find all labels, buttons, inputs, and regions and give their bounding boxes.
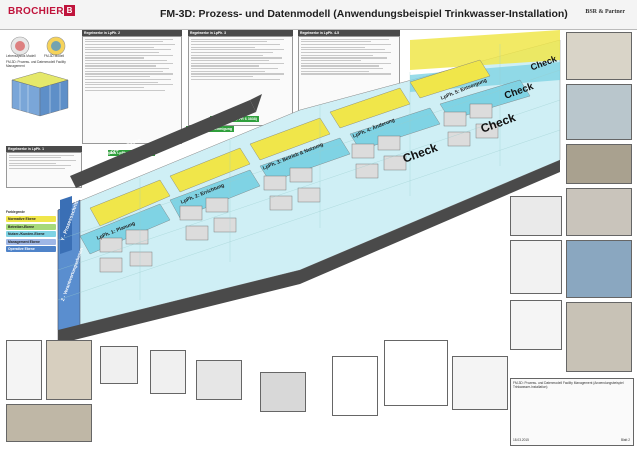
photo-bottom-middle	[196, 360, 242, 400]
brochier-logo: BROCHIER	[8, 6, 64, 17]
model-bottom-edge	[58, 160, 560, 344]
text-note-bottom-center	[384, 340, 448, 406]
title-block-text: FM-3D: Prozess- und Datenmodell Facility…	[513, 381, 624, 389]
text-note-bottom-2	[100, 346, 138, 384]
table-lph1-header: Regelwerke in LpPh. 1	[6, 146, 82, 152]
photo-installation-3	[566, 144, 632, 184]
cube-model-icon	[11, 71, 69, 117]
photo-bottom-left-2	[6, 404, 92, 442]
photo-detail-valve	[510, 196, 562, 236]
model-subcaption: FM-3D: Prozess- und Datenmodell Facility…	[6, 60, 66, 68]
brand-mark-icon: B	[64, 5, 75, 16]
fm3d-caption: FM-3D Modell	[44, 54, 65, 58]
x-axis-arrow-icon	[250, 94, 262, 112]
text-note-bottom-3	[150, 350, 186, 394]
table-lph3-header: Regelwerke in LpPh. 3	[188, 30, 293, 36]
table-lph2: Regelwerke in LpPh. 2	[82, 30, 182, 148]
legend-item-nutzer: Nutzer-/Kunden-Ebene	[6, 231, 56, 237]
schematic-diagram	[510, 240, 562, 294]
legend-item-management: Management Ebene	[6, 238, 56, 245]
table-lph2-header: Regelwerke in LpPh. 2	[82, 30, 182, 36]
text-note-bottom-left	[6, 340, 42, 400]
title-block: FM-3D: Prozess- und Datenmodell Facility…	[510, 378, 634, 446]
legend-item-betreiber: Betreiber-Ebene	[6, 223, 56, 230]
photo-installation-1	[566, 32, 632, 80]
y-axis-band	[60, 196, 72, 254]
photo-installation-4	[566, 188, 632, 236]
lifecycle-caption: Lebenszyklus Modell	[6, 54, 36, 58]
legend-item-operativ: Operative Ebene	[6, 246, 56, 252]
partner-logo: BSR & Partner	[585, 9, 625, 15]
table-lph2-body	[82, 36, 182, 144]
legend-item-normative: Normative Ebene	[6, 216, 56, 222]
photo-room	[566, 302, 632, 372]
color-legend: Farblegende Normative Ebene Betreiber-Eb…	[6, 210, 56, 254]
photo-bottom-left	[46, 340, 92, 400]
table-lph1: Regelwerke in LpPh. 1	[6, 146, 82, 190]
table-lph1-body	[6, 152, 82, 188]
photo-bottom-middle-2	[260, 372, 306, 412]
legend-title: Farblegende	[6, 210, 25, 214]
logos-area	[10, 36, 69, 117]
text-note-bottom-right	[452, 356, 508, 410]
text-note-right	[510, 300, 562, 350]
x-axis-band	[70, 100, 256, 188]
table-bottom-center	[332, 356, 378, 416]
title-block-date: 18.03.2015	[513, 438, 529, 442]
photo-pipes	[566, 240, 632, 298]
table-lph45-header: Regelwerke in LpPh. 4-5	[298, 30, 400, 36]
photo-installation-2	[566, 84, 632, 140]
header-bar	[0, 0, 637, 30]
page-title: FM-3D: Prozess- und Datenmodell (Anwendu…	[160, 8, 568, 20]
title-block-sheet: Blatt 2	[620, 438, 630, 442]
